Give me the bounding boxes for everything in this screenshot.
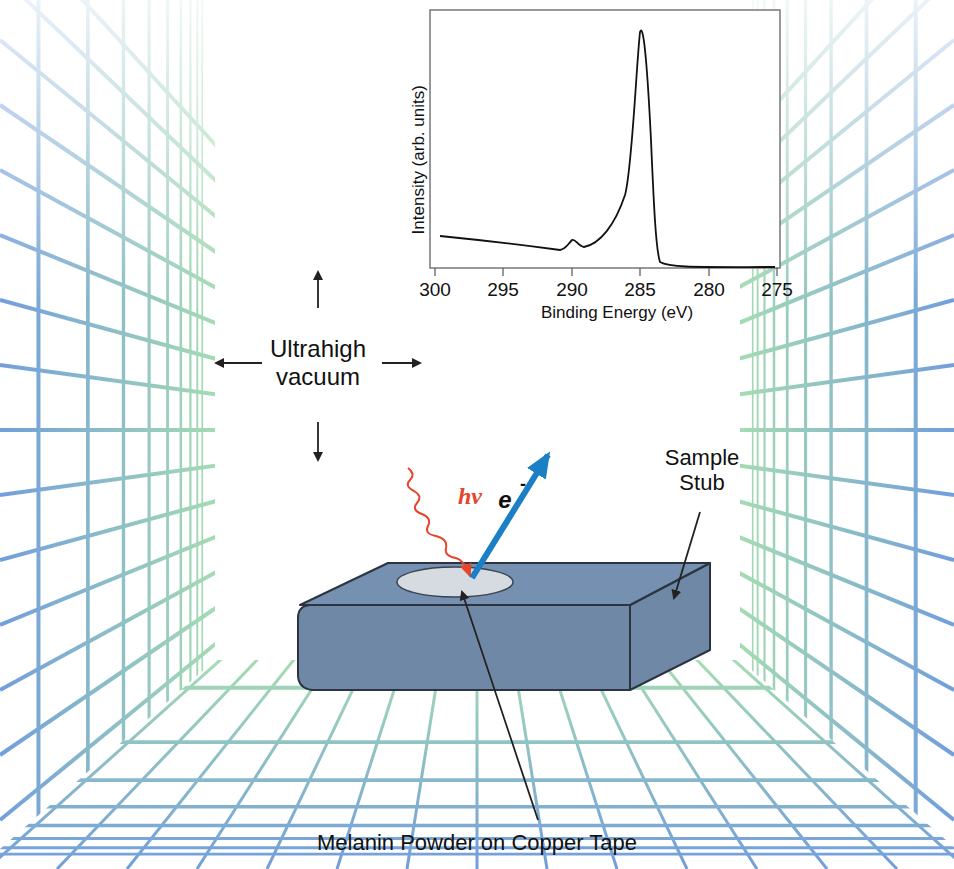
axis-ticks: [435, 268, 777, 276]
grid-line: [0, 430, 477, 560]
vacuum-arrows: [216, 272, 420, 460]
grid-line: [477, 300, 954, 430]
melanin-sample: [397, 567, 513, 597]
grid-line: [477, 430, 954, 560]
axis-label: 290: [556, 279, 588, 301]
axis-label: 285: [624, 279, 656, 301]
label: hv: [458, 483, 482, 511]
label: Ultrahigh vacuum: [258, 335, 378, 390]
grid-line: [0, 430, 477, 495]
label: Melanin Powder on Copper Tape: [317, 830, 637, 855]
spectrum-curve: [440, 30, 775, 267]
leader-line: [462, 592, 538, 820]
electron-arrow: [472, 455, 548, 578]
label: e: [498, 486, 511, 514]
axis-label: Intensity (arb. units): [409, 85, 429, 234]
grid-line: [477, 430, 954, 495]
grid-line: [0, 365, 477, 430]
label: Sample Stub: [652, 445, 752, 496]
axis-label: 275: [761, 279, 793, 301]
grid-line: [0, 428, 477, 432]
axis-label: 280: [693, 279, 725, 301]
axis-label: 295: [487, 279, 519, 301]
axis-label: Binding Energy (eV): [541, 303, 693, 323]
grid-line: [477, 428, 954, 432]
axis-label: 300: [419, 279, 451, 301]
leader-line: [674, 512, 700, 598]
chart-frame: [430, 10, 780, 268]
sample-stub: [298, 563, 710, 690]
label: -: [520, 474, 526, 495]
grid-line: [0, 300, 477, 430]
grid-line: [477, 365, 954, 430]
